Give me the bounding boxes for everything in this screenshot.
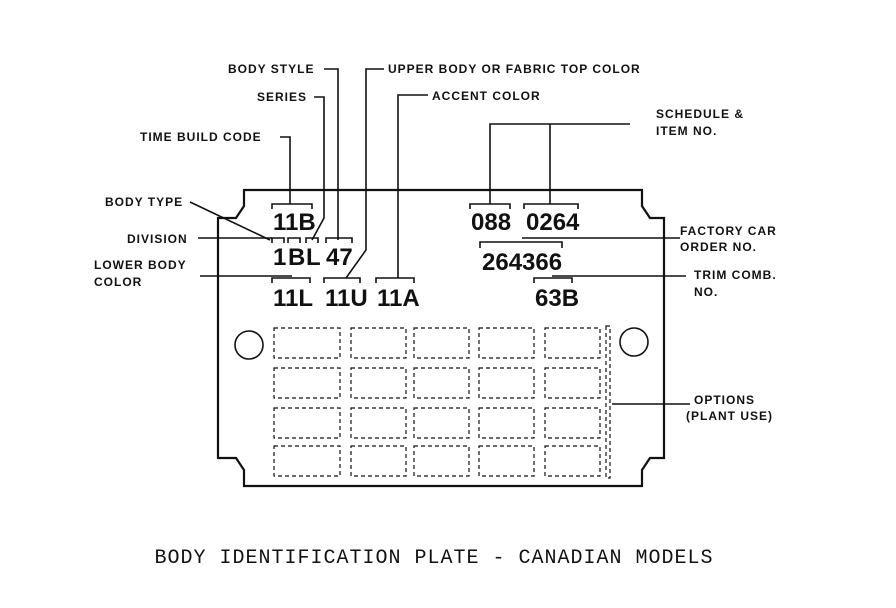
label-lower-body-color: COLOR	[94, 275, 142, 289]
label-division: DIVISION	[127, 232, 188, 246]
label-time-build-code: TIME BUILD CODE	[140, 130, 262, 144]
code-item: 0264	[526, 209, 580, 236]
code-body-type: B	[288, 244, 305, 271]
option-boxes	[273, 325, 611, 479]
label-accent-color: ACCENT COLOR	[432, 89, 541, 103]
code-division: 1	[273, 244, 286, 271]
label-body-type: BODY TYPE	[105, 195, 183, 209]
code-series: L	[306, 244, 321, 271]
code-brackets	[271, 203, 579, 283]
label-order-no: ORDER NO.	[680, 240, 757, 254]
code-schedule: 088	[471, 209, 511, 236]
label-schedule: SCHEDULE &	[656, 107, 744, 121]
label-factory-car: FACTORY CAR	[680, 224, 777, 238]
label-plant-use: (PLANT USE)	[686, 409, 773, 423]
label-lower-body: LOWER BODY	[94, 258, 187, 272]
label-trim-comb: TRIM COMB.	[694, 268, 777, 282]
label-options: OPTIONS	[694, 393, 755, 407]
label-series: SERIES	[257, 90, 307, 104]
code-body-style: 47	[326, 244, 353, 271]
leader-lines	[189, 68, 690, 405]
code-trim-comb: 63B	[535, 285, 579, 312]
mounting-hole-right	[619, 327, 649, 357]
mounting-hole-left	[234, 330, 264, 360]
code-time-build: 11B	[273, 209, 316, 236]
code-upper-color: 11U	[325, 285, 368, 312]
code-accent-color: 11A	[377, 285, 420, 312]
code-factory-order: 264366	[482, 249, 562, 276]
label-item-no: ITEM NO.	[656, 124, 717, 138]
code-lower-color: 11L	[273, 285, 313, 312]
label-trim-no: NO.	[694, 285, 718, 299]
figure-caption: BODY IDENTIFICATION PLATE - CANADIAN MOD…	[154, 547, 713, 570]
label-body-style: BODY STYLE	[228, 62, 314, 76]
label-upper-body-color: UPPER BODY OR FABRIC TOP COLOR	[388, 62, 641, 76]
